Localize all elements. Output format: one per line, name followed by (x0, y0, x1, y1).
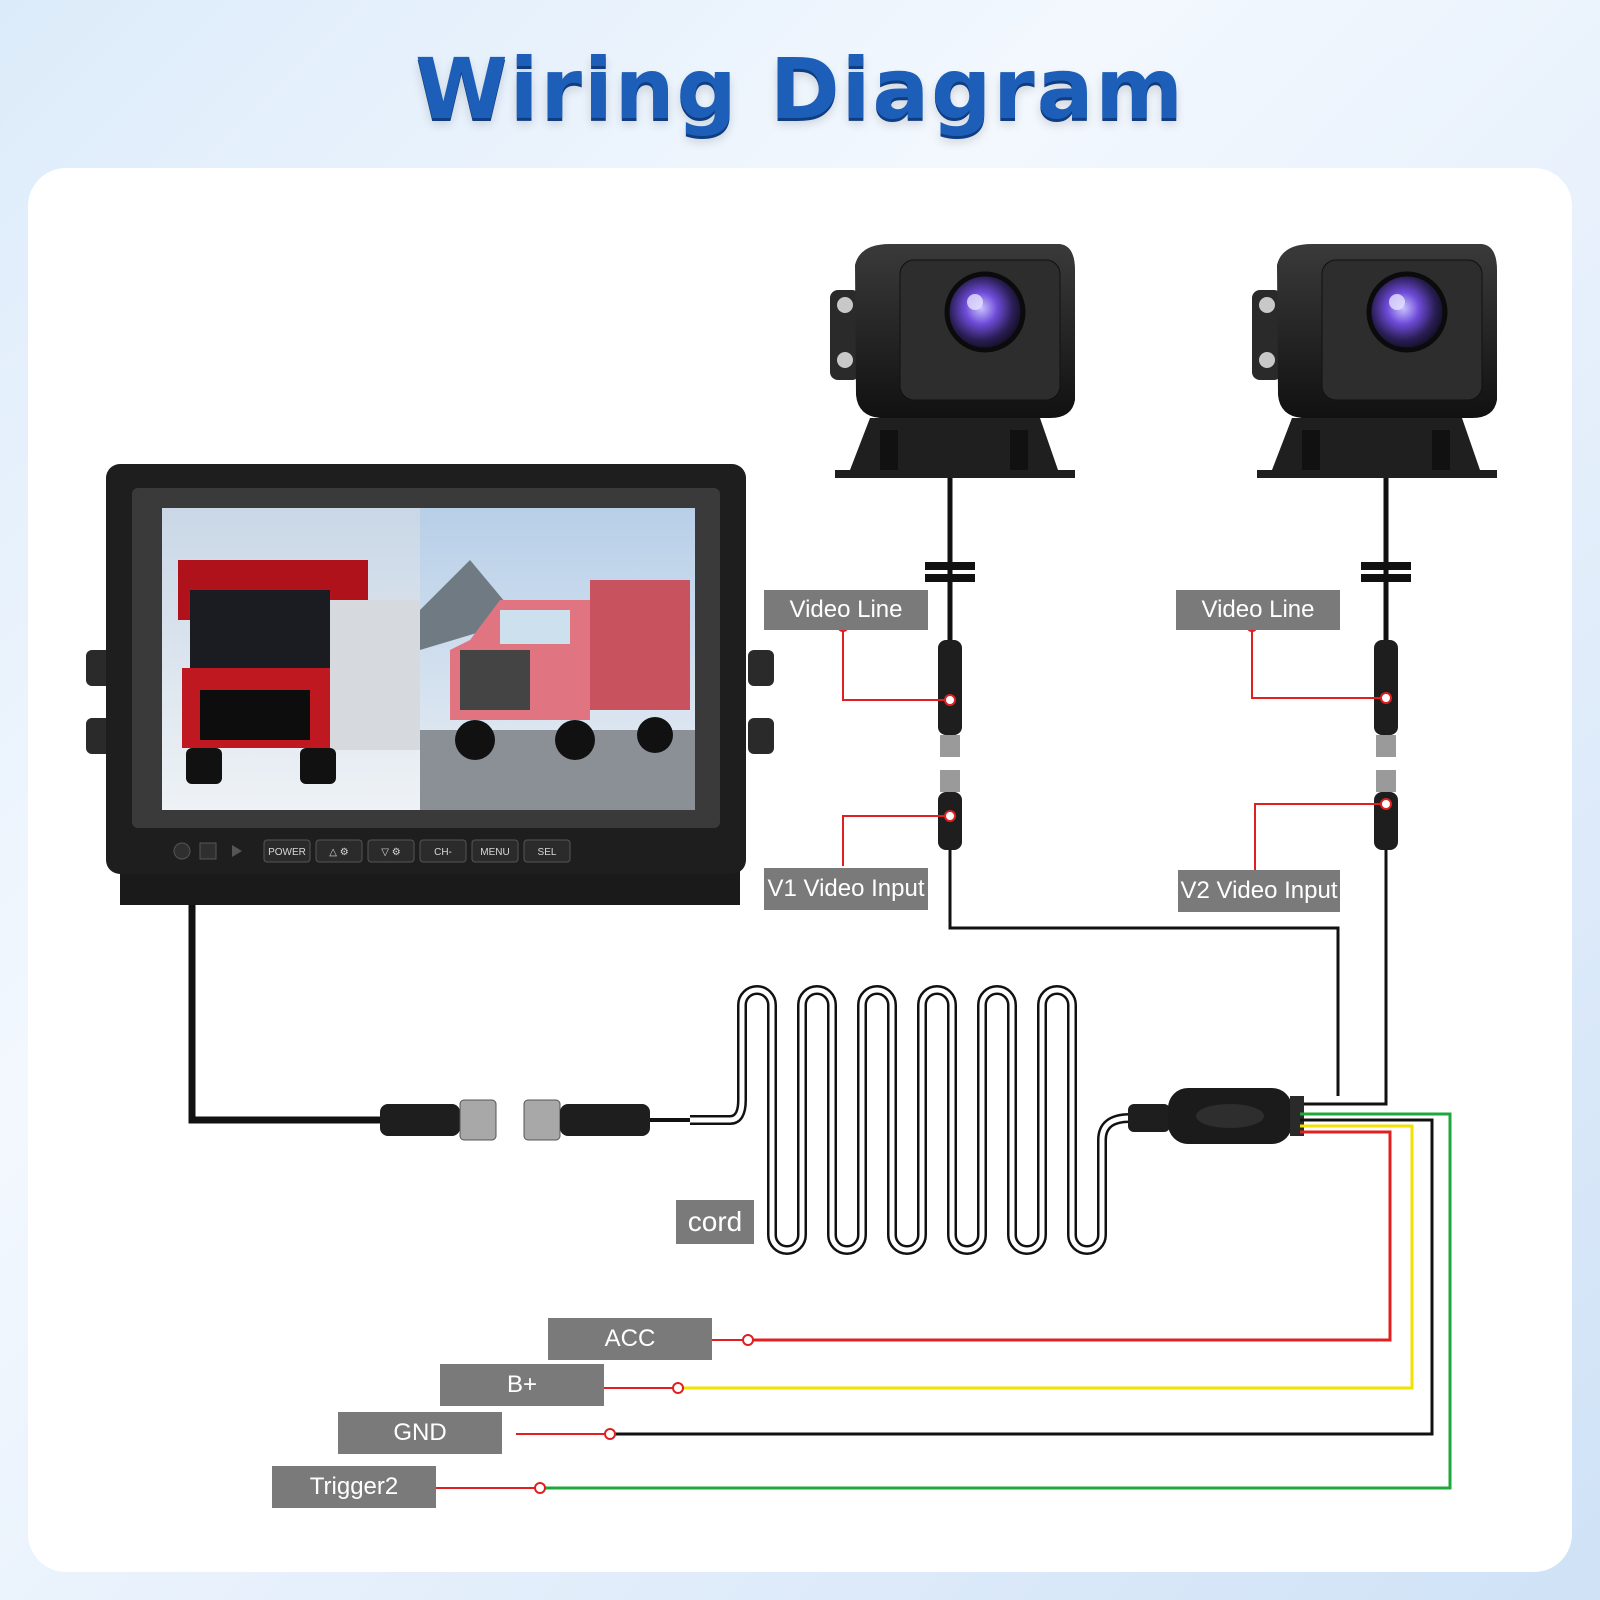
monitor-cable (188, 905, 690, 1141)
power-button-label: POWER (268, 847, 306, 858)
power-button[interactable] (263, 839, 311, 863)
truck-icon (450, 580, 690, 760)
acc-wire (748, 1130, 1392, 1342)
truck-icon (178, 560, 420, 784)
bplus-wire (678, 1124, 1414, 1390)
gnd-label: GND (338, 1412, 502, 1454)
trigger2-wire (540, 1112, 1452, 1490)
connector-icon (1374, 792, 1398, 850)
camera-icon (1252, 244, 1497, 478)
sel-button[interactable] (523, 839, 571, 863)
page-title: Wiring Diagram (415, 40, 1185, 138)
down-button[interactable] (367, 839, 415, 863)
ch-button[interactable] (419, 839, 467, 863)
connector-icon (1374, 640, 1398, 735)
up-button[interactable] (315, 839, 363, 863)
bplus-label: B+ (440, 1364, 604, 1406)
acc-label: ACC (548, 1318, 712, 1360)
menu-button[interactable] (471, 839, 519, 863)
v2-video-input-label: V2 Video Input (1178, 870, 1340, 912)
up-button-label: △ ⚙ (329, 847, 348, 858)
coiled-cord (690, 985, 1131, 1255)
sel-button-label: SEL (538, 847, 557, 858)
ch-button-label: CH- (434, 847, 452, 858)
cable-harness-icon (1128, 1088, 1304, 1144)
callout-leaders (842, 626, 1386, 870)
video-line-2-label: Video Line (1176, 590, 1340, 630)
monitor-buttons: POWER △ ⚙ ▽ ⚙ CH- MENU SEL (263, 839, 571, 863)
video-line-2 (1300, 478, 1411, 1106)
trigger2-label: Trigger2 (272, 1466, 436, 1508)
video-line-1-label: Video Line (764, 590, 928, 630)
menu-button-label: MENU (480, 847, 509, 858)
monitor-icon: POWER △ ⚙ ▽ ⚙ CH- MENU SEL (86, 464, 774, 905)
connector-icon (938, 640, 962, 735)
connector-icon (380, 1104, 460, 1136)
down-button-label: ▽ ⚙ (381, 847, 400, 858)
cord-label: cord (676, 1200, 754, 1244)
connector-icon (560, 1104, 650, 1136)
v1-video-input-label: V1 Video Input (764, 868, 928, 910)
camera-icon (830, 244, 1075, 478)
gnd-wire (610, 1118, 1434, 1436)
